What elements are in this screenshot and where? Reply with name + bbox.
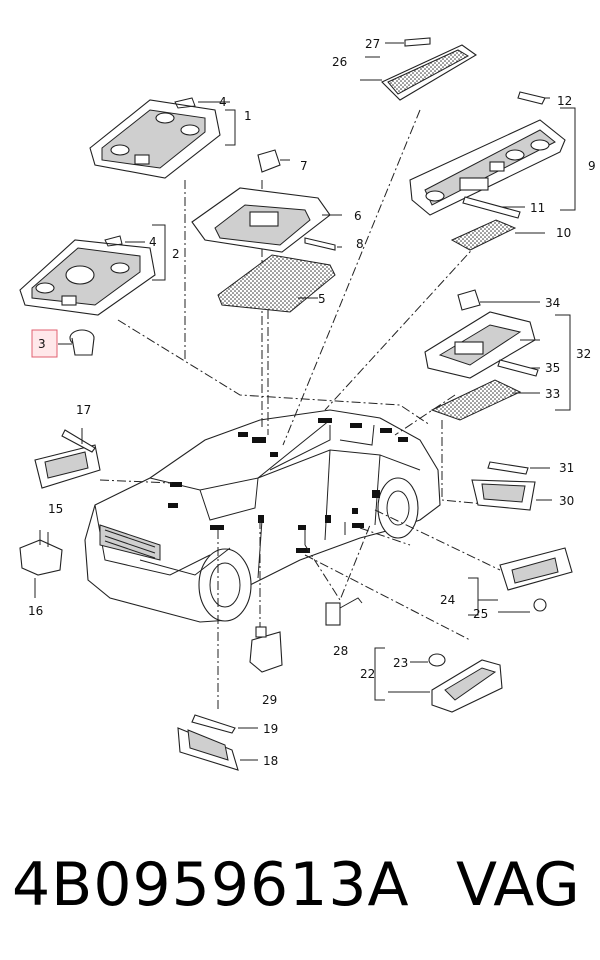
callout-26: 26 [332, 55, 347, 69]
callout-3: 3 [38, 337, 46, 351]
part-12-bulb [517, 91, 546, 105]
part-7-clip [257, 149, 290, 173]
part-29-switch [249, 626, 283, 673]
callout-15: 15 [48, 502, 63, 516]
part-1-console [89, 97, 221, 179]
part-35-bulb [497, 359, 539, 377]
part-11-bulb [462, 196, 521, 219]
callout-6: 6 [354, 209, 362, 223]
part-28-bulb [325, 597, 363, 626]
callout-16: 16 [28, 604, 43, 618]
callout-7: 7 [300, 159, 308, 173]
callout-4a: 4 [219, 95, 227, 109]
part-8-bulb [304, 237, 342, 251]
leader-lines [99, 109, 501, 710]
brand-name: VAG [456, 850, 580, 920]
part-34-clip [457, 289, 481, 311]
part-10-lens [450, 219, 517, 251]
callout-10: 10 [556, 226, 571, 240]
callout-31: 31 [559, 461, 574, 475]
part-22-lamp [428, 653, 503, 713]
callout-32: 32 [576, 347, 591, 361]
part-18-lamp [177, 714, 239, 771]
part-2-console [19, 235, 156, 316]
callout-8: 8 [356, 237, 364, 251]
callout-33: 33 [545, 387, 560, 401]
callout-28: 28 [333, 644, 348, 658]
part-6-console [191, 187, 331, 253]
callout-2: 2 [172, 247, 180, 261]
callout-5: 5 [318, 292, 326, 306]
callout-22: 22 [360, 667, 375, 681]
callout-12: 12 [557, 94, 572, 108]
callout-17: 17 [76, 403, 91, 417]
callout-25: 25 [473, 607, 488, 621]
footer: 4B0959613A VAG [0, 840, 600, 940]
callout-11: 11 [530, 201, 545, 215]
parts-diagram: 1 4 2 4 3 5 6 7 8 9 10 11 12 15 16 17 18… [19, 37, 596, 771]
callout-34: 34 [545, 296, 560, 310]
callout-27: 27 [365, 37, 380, 51]
callout-3-highlight [31, 329, 58, 358]
callout-23: 23 [393, 656, 408, 670]
callout-19: 19 [263, 722, 278, 736]
part-30-lamp [471, 461, 536, 511]
part-32-console [424, 311, 536, 379]
part-number: 4B0959613A [12, 850, 410, 920]
part-26-lamp [381, 37, 478, 101]
part-24-lamp [499, 547, 573, 612]
callout-35: 35 [545, 361, 560, 375]
car-illustration [84, 409, 441, 623]
callout-4b: 4 [149, 235, 157, 249]
callout-9: 9 [588, 159, 596, 173]
part-15-lamp [34, 429, 101, 489]
part-33-lens [430, 379, 522, 421]
part-3-bulb-holder [58, 329, 95, 356]
part-9-console [409, 119, 566, 216]
part-16-switch [19, 530, 63, 576]
callout-18: 18 [263, 754, 278, 768]
callout-24: 24 [440, 593, 455, 607]
callout-29: 29 [262, 693, 277, 707]
callout-30: 30 [559, 494, 574, 508]
callout-1: 1 [244, 109, 252, 123]
